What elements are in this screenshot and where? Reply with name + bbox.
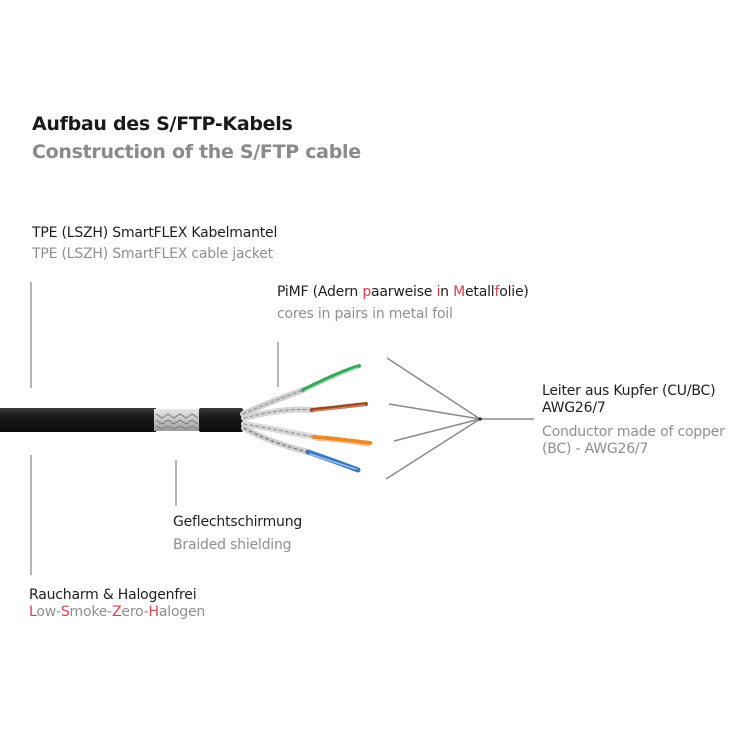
label-text: ero-: [121, 604, 149, 620]
conductor-label-german-line2: AWG26/7: [542, 400, 606, 416]
title-german: Aufbau des S/FTP-Kabels: [32, 113, 293, 135]
shield-label-german: Geflechtschirmung: [173, 514, 303, 530]
highlighted-letter: H: [148, 604, 160, 620]
cable-jacket: [0, 408, 156, 432]
braided-shield: [154, 409, 200, 431]
lszh-label-german: Raucharm & Halogenfrei: [29, 587, 197, 603]
label-text: n: [440, 284, 454, 300]
conductor-label-english-line1: Conductor made of copper: [542, 424, 725, 440]
highlighted-letter: f: [494, 284, 500, 300]
highlighted-letter: Z: [112, 604, 122, 620]
highlighted-letter: p: [362, 284, 372, 300]
fan-junction-dot: [478, 417, 482, 421]
highlighted-letter: M: [453, 284, 465, 300]
label-text: etall: [465, 284, 495, 300]
label-text: olie): [499, 284, 529, 300]
title-english: Construction of the S/FTP cable: [32, 141, 361, 163]
label-text: alogen: [158, 604, 206, 620]
conductor-label-english-line2: (BC) - AWG26/7: [542, 441, 649, 457]
label-text: ow-: [36, 604, 61, 620]
jacket-label-german: TPE (LSZH) SmartFLEX Kabelmantel: [32, 225, 278, 241]
jacket-label-english: TPE (LSZH) SmartFLEX cable jacket: [32, 246, 273, 262]
conductor-fan-lines: [385, 357, 534, 480]
highlighted-letter: i: [436, 284, 441, 300]
pair-orange: [312, 435, 372, 445]
shield-label-english: Braided shielding: [173, 537, 292, 553]
pimf-label-english: cores in pairs in metal foil: [277, 306, 453, 322]
label-text: moke-: [69, 604, 113, 620]
conductor-label-german-line1: Leiter aus Kupfer (CU/BC): [542, 383, 716, 399]
highlighted-letter: S: [60, 604, 70, 620]
label-text: aarweise: [371, 284, 437, 300]
pimf-label-german: PiMF (Adern paarweise in Metallfolie): [277, 284, 529, 300]
label-text: PiMF (Adern: [277, 284, 363, 300]
twisted-pairs: [240, 364, 372, 473]
pair-brown: [310, 402, 368, 412]
leader-lines: [30, 282, 279, 575]
lszh-label-english: Low-Smoke-Zero-Halogen: [29, 604, 205, 620]
pair-green: [301, 364, 361, 392]
inner-sheath: [199, 408, 243, 432]
highlighted-letter: L: [29, 604, 37, 620]
